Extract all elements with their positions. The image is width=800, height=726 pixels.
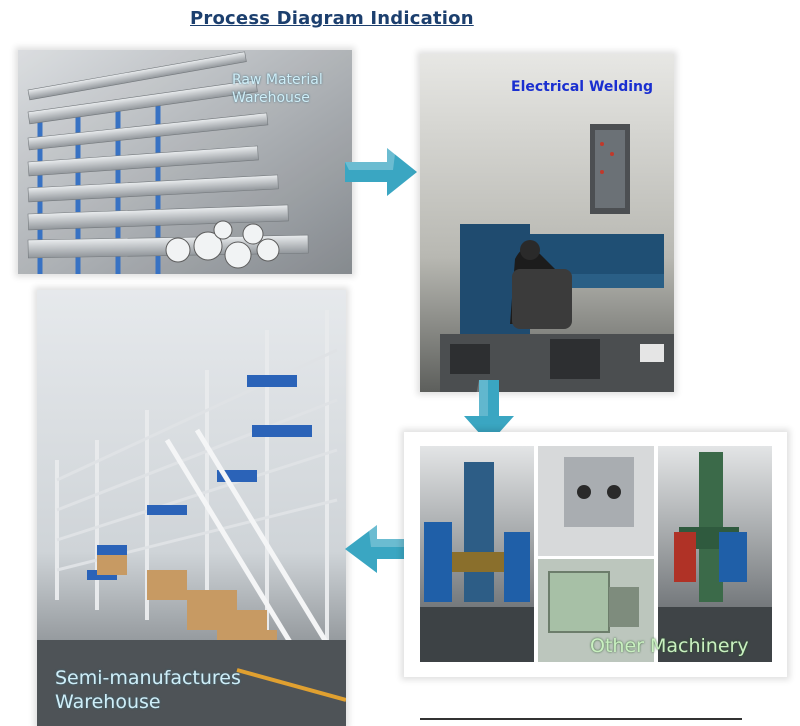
raw-material-caption-line2: Warehouse [232,89,310,106]
arrow-right-icon [345,148,417,196]
arrow-down-icon [464,380,514,444]
semi-manufactures-caption-line2: Warehouse [55,690,161,713]
semi-manufactures-caption-line1: Semi-manufactures [55,667,241,689]
raw-material-photo [18,50,352,274]
other-machinery-caption: Other Machinery [590,635,749,657]
other-machinery-collage [404,432,787,677]
bottom-divider [420,718,742,720]
electrical-welding-caption: Electrical Welding [511,79,654,95]
semi-manufactures-photo [37,290,346,726]
raw-material-caption-line1: Raw Material [232,72,323,88]
page-title: Process Diagram Indication [190,8,474,29]
semi-manufactures-caption: Semi-manufactures Warehouse [55,667,241,715]
raw-material-caption: Raw Material Warehouse [232,72,323,107]
electrical-welding-photo [420,54,674,392]
